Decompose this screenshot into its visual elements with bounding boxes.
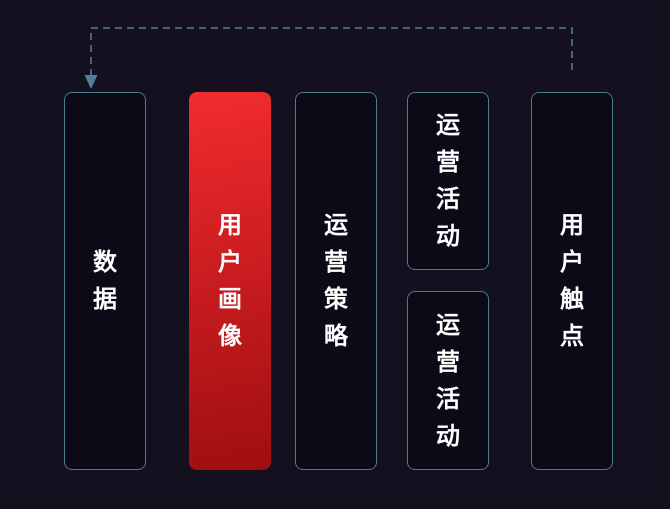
box-user-profile: 用户画像: [189, 92, 271, 470]
feedback-dashed-line: [90, 27, 573, 76]
box-data: 数据: [64, 92, 146, 470]
box-activity-bottom-label: 运营活动: [436, 310, 460, 450]
box-strategy-label: 运营策略: [324, 211, 348, 350]
box-strategy: 运营策略: [295, 92, 377, 470]
box-activity-top: 运营活动: [407, 92, 489, 270]
box-activity-bottom: 运营活动: [407, 291, 489, 470]
box-user-profile-label: 用户画像: [218, 211, 242, 350]
box-touchpoint-label: 用户触点: [560, 211, 584, 350]
box-touchpoint: 用户触点: [531, 92, 613, 470]
arrowhead-down-icon: [84, 75, 98, 89]
box-activity-top-label: 运营活动: [436, 111, 460, 250]
box-data-label: 数据: [93, 248, 117, 313]
